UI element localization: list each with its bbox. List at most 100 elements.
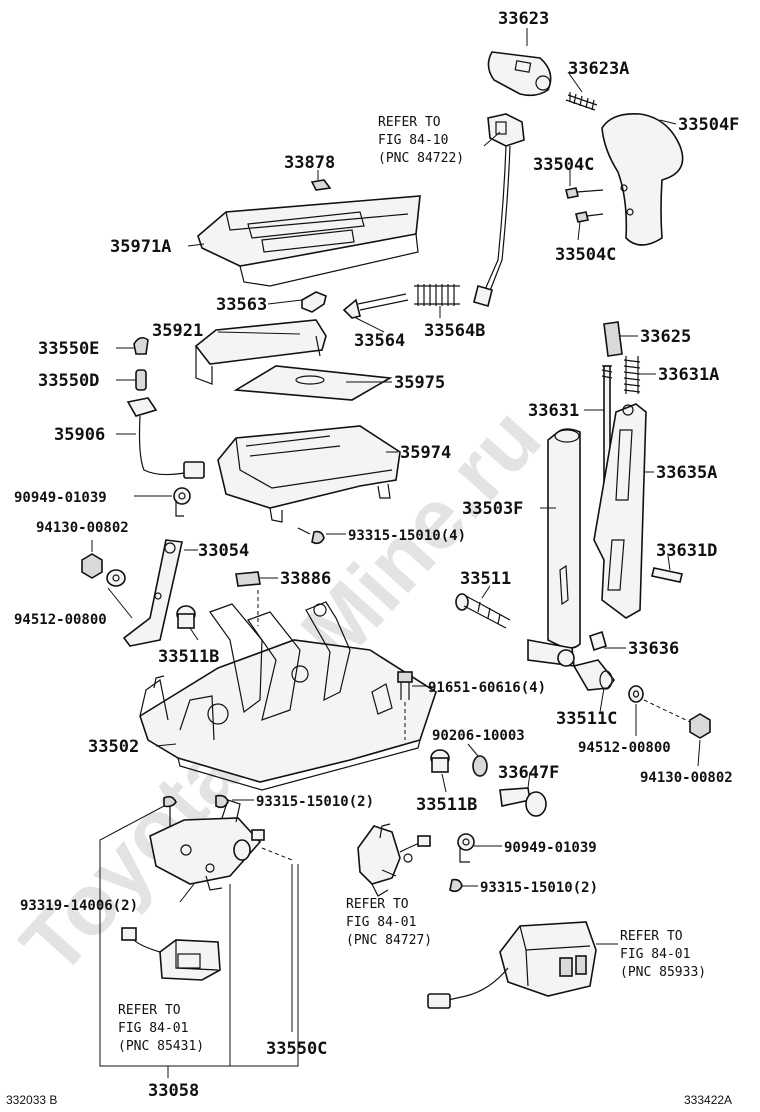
label-93315-a: 93315-15010(4): [348, 528, 466, 544]
label-91651: 91651-60616(4): [428, 680, 546, 696]
base-frame: [139, 601, 437, 791]
label-33631: 33631: [528, 401, 579, 421]
label-33563: 33563: [216, 295, 267, 315]
slide-plate: [233, 365, 393, 401]
label-94130-a: 94130-00802: [36, 520, 129, 536]
label-33623: 33623: [498, 9, 549, 29]
shift-knob-button: [487, 51, 552, 97]
right-bushing: [430, 749, 450, 773]
nut: [81, 553, 103, 579]
ref-85431-line1: REFER TO: [118, 1003, 181, 1018]
ref-84722-line2: FIG 84-10: [378, 133, 448, 148]
label-33504F: 33504F: [678, 115, 739, 135]
bushing: [176, 605, 196, 629]
label-33636: 33636: [628, 639, 679, 659]
washer: [106, 569, 126, 587]
detent-rod: [342, 293, 409, 319]
lever-spring: [623, 356, 641, 394]
indicator-lens: [310, 179, 332, 191]
ref-84727-line1: REFER TO: [346, 897, 409, 912]
wire-clamp: [173, 487, 191, 517]
ref-85933-line3: (PNC 85933): [620, 965, 706, 980]
knob-spring: [565, 92, 598, 111]
ref-85933-line1: REFER TO: [620, 929, 683, 944]
label-33054: 33054: [198, 541, 249, 561]
ref-84722-line3: (PNC 84722): [378, 151, 464, 166]
lever-clip: [589, 630, 607, 652]
solenoid-screw: [449, 878, 463, 893]
label-33502: 33502: [88, 737, 139, 757]
lever-pin: [651, 567, 683, 583]
label-33647F: 33647F: [498, 763, 559, 783]
bracket-guide-line: [261, 847, 293, 861]
ref-85933-line2: FIG 84-01: [620, 947, 690, 962]
label-33878: 33878: [284, 153, 335, 173]
label-33631D: 33631D: [656, 541, 717, 561]
lever-cap: [603, 321, 623, 357]
knob-screws: [565, 187, 604, 223]
bracket-clip: [235, 571, 261, 587]
frame-bolt: [397, 671, 413, 700]
right-wire-clamp: [457, 833, 475, 863]
lock-solenoid-unit: [121, 927, 221, 981]
label-33635A: 33635A: [656, 463, 717, 483]
lower-screw-2: [215, 794, 229, 809]
label-35971A: 35971A: [110, 237, 171, 257]
label-33550D: 33550D: [38, 371, 99, 391]
lever-collar: [572, 659, 616, 691]
shift-lock-pin: [499, 787, 547, 817]
ref-84722-line1: REFER TO: [378, 115, 441, 130]
label-33511: 33511: [460, 569, 511, 589]
label-94512-b: 94512-00800: [578, 740, 671, 756]
small-grommet: [133, 336, 149, 355]
shift-lock-slider: [301, 291, 327, 313]
shift-knob: [601, 112, 684, 246]
label-33058: 33058: [148, 1081, 199, 1101]
label-33631A: 33631A: [658, 365, 719, 385]
housing-screw: [297, 527, 325, 545]
label-94130-b: 94130-00802: [640, 770, 733, 786]
label-33886: 33886: [280, 569, 331, 589]
nut-guide-line: [643, 699, 691, 723]
label-33550E: 33550E: [38, 339, 99, 359]
small-pin: [135, 369, 147, 391]
label-35975: 35975: [394, 373, 445, 393]
label-33623A: 33623A: [568, 59, 629, 79]
leader-lines: [91, 28, 701, 1078]
label-33511B-b: 33511B: [416, 795, 477, 815]
label-35906: 35906: [54, 425, 105, 445]
indicator-housing: [197, 195, 421, 287]
label-33504C-b: 33504C: [555, 245, 616, 265]
ref-84727-line2: FIG 84-01: [346, 915, 416, 930]
lower-screw: [163, 795, 177, 832]
detent-spring: [414, 284, 460, 306]
label-94512-a: 94512-00800: [14, 612, 107, 628]
clip-fastener: [472, 755, 488, 777]
lever-bolt: [455, 593, 511, 629]
slide-cover-plate: [194, 319, 327, 385]
control-unit: [427, 921, 597, 1009]
right-washer: [628, 685, 644, 703]
lower-housing: [217, 425, 401, 523]
reference-84727: REFER TO FIG 84-01 (PNC 84727): [346, 897, 432, 948]
ref-84727-line3: (PNC 84727): [346, 933, 432, 948]
label-93319: 93319-14006(2): [20, 898, 138, 914]
label-90206: 90206-10003: [432, 728, 525, 744]
label-93315-b: 93315-15010(2): [256, 794, 374, 810]
lever-guide-plate: [593, 403, 647, 619]
lock-bracket: [149, 799, 265, 891]
label-33564: 33564: [354, 331, 405, 351]
label-93315-c: 93315-15010(2): [480, 880, 598, 896]
knob-switch-connector: [473, 113, 525, 307]
label-90949-b: 90949-01039: [504, 840, 597, 856]
corner-code-right: 333422A: [684, 1093, 732, 1107]
label-35974: 35974: [400, 443, 451, 463]
label-33625: 33625: [640, 327, 691, 347]
right-nut: [689, 713, 711, 739]
label-33564B: 33564B: [424, 321, 485, 341]
label-90949-a: 90949-01039: [14, 490, 107, 506]
reference-84722: REFER TO FIG 84-10 (PNC 84722): [378, 115, 464, 166]
label-33550C: 33550C: [266, 1039, 327, 1059]
